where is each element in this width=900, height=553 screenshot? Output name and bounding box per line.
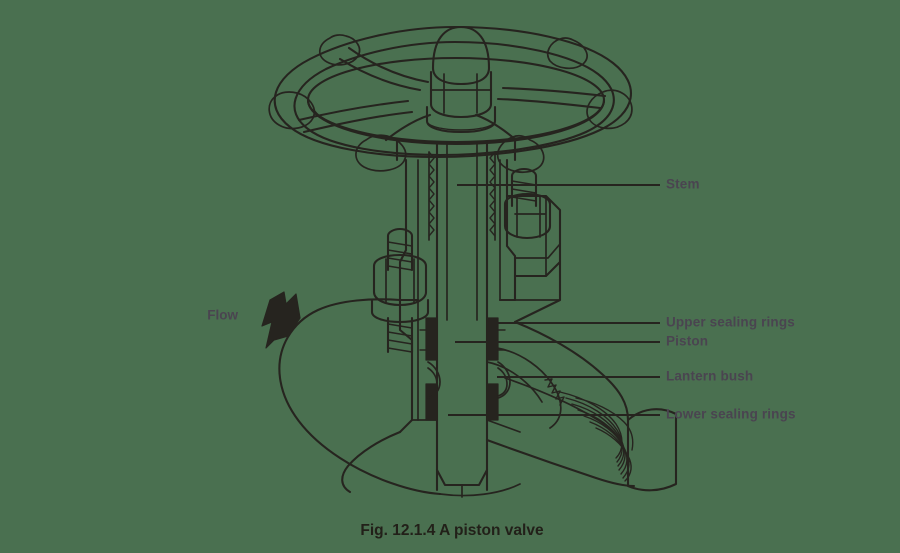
callout-lower-sealing-rings: Lower sealing rings xyxy=(448,407,796,422)
lantern-bush-right-chevron-2 xyxy=(497,367,508,397)
handwheel xyxy=(268,25,633,174)
handwheel-hub-collar xyxy=(395,138,517,162)
valve-body-inlet-lower-fillet xyxy=(341,430,402,494)
bolt-right-stud-top xyxy=(510,167,538,178)
valve-body-inlet-outer xyxy=(278,298,442,496)
lower-sealing-ring-right xyxy=(486,383,499,421)
stem-lower-taper xyxy=(435,468,489,487)
label-piston: Piston xyxy=(666,334,708,349)
handwheel-grip-bulge-1 xyxy=(319,34,361,66)
outlet-thread-arc-5 xyxy=(583,415,628,475)
bolt-left-stud-threads xyxy=(387,241,413,271)
handwheel-rim-inner xyxy=(293,40,615,157)
outlet-thread-crests xyxy=(544,378,565,406)
callout-piston: Piston xyxy=(455,334,708,349)
stem-thread-root-lines xyxy=(428,151,496,241)
bolt-left-washer xyxy=(370,298,430,324)
bonnet-flange-right-chamfer xyxy=(514,243,561,259)
bonnet-outer-right-wall xyxy=(505,158,517,302)
handwheel-spoke-3b xyxy=(501,86,607,98)
stem-dome-cap xyxy=(431,25,491,70)
label-stem: Stem xyxy=(666,177,700,192)
handwheel-spoke-4 xyxy=(384,113,432,142)
label-lower-sealing-rings: Lower sealing rings xyxy=(666,407,796,422)
handwheel-spoke-1b xyxy=(347,46,430,84)
outlet-thread-arc-4 xyxy=(577,409,626,471)
valve-outlet-socket-lead xyxy=(575,397,634,451)
lantern-bush-left-chevron-1 xyxy=(427,361,441,399)
hex-nut-facets xyxy=(430,73,492,114)
bolt-left-stud-top xyxy=(386,227,414,238)
stem-thread-left xyxy=(428,151,435,237)
stem-thread-right xyxy=(489,151,496,237)
valve-seat-cavity xyxy=(496,347,562,429)
body-lower-seam-right xyxy=(486,419,521,433)
flow-label: Flow xyxy=(207,308,238,323)
bonnet-bore-lines xyxy=(417,159,501,301)
bonnet-bolt-left xyxy=(370,227,430,354)
sealing-assembly xyxy=(419,317,511,421)
bonnet-left-lower-profile xyxy=(398,298,414,434)
lower-sealing-ring-left xyxy=(425,383,438,421)
stem-dome-cap-base xyxy=(431,66,491,86)
valve-body xyxy=(278,298,678,498)
handwheel-grip-bulge-6 xyxy=(496,134,545,174)
hub-nut-assembly xyxy=(425,25,497,134)
hex-nut-flange-edge xyxy=(426,120,496,131)
lantern-bush-left-chevron-2 xyxy=(427,367,438,397)
label-lantern-bush: Lantern bush xyxy=(666,369,753,384)
outlet-thread-arc-1 xyxy=(559,391,623,459)
handwheel-spoke-4b xyxy=(474,113,518,142)
outlet-thread-arc-7 xyxy=(595,427,632,482)
valve-outlet-flange-face xyxy=(626,408,678,492)
bonnet-bolt-right xyxy=(503,167,552,240)
valve-body-outlet-lower xyxy=(485,438,636,488)
handwheel-rim-outer xyxy=(273,25,632,159)
label-upper-sealing-rings: Upper sealing rings xyxy=(666,315,795,330)
bolt-right-hex-facets xyxy=(516,196,541,238)
bolt-left-hex-facets xyxy=(385,258,415,304)
callout-lantern-bush: Lantern bush xyxy=(497,369,753,384)
valve-body-bottom-edge xyxy=(439,483,521,497)
upper-sealing-ring-right xyxy=(486,317,499,361)
handwheel-spoke-1 xyxy=(338,57,422,92)
handwheel-hub-disc-underline xyxy=(313,109,600,144)
hex-nut-body xyxy=(429,70,493,119)
handwheel-spoke-2 xyxy=(297,99,410,122)
upper-sealing-ring-left xyxy=(425,317,438,361)
bolt-left-shank-threads xyxy=(387,323,413,353)
handwheel-grip-bulge-3 xyxy=(268,91,316,130)
handwheel-spoke-2b xyxy=(302,110,414,134)
callout-upper-sealing-rings: Upper sealing rings xyxy=(487,315,795,330)
lantern-bush-right-chevron-1 xyxy=(497,361,511,399)
handwheel-spoke-3 xyxy=(496,97,602,110)
sealing-gland-ledges xyxy=(419,329,506,351)
valve-body-outlet-upper xyxy=(513,320,630,422)
bolt-right-hex-nut xyxy=(503,192,552,240)
flow-arrow-group: Flow xyxy=(207,291,301,349)
callout-stem: Stem xyxy=(457,177,700,192)
flow-arrow-icon xyxy=(261,291,301,349)
bonnet-flange-right-lower xyxy=(513,260,562,324)
handwheel-grip-bulge-2 xyxy=(546,37,588,70)
figure-caption: Fig. 12.1.4 A piston valve xyxy=(360,522,544,539)
outlet-thread-arc-3 xyxy=(571,403,625,467)
outlet-thread-arc-2 xyxy=(565,397,623,463)
